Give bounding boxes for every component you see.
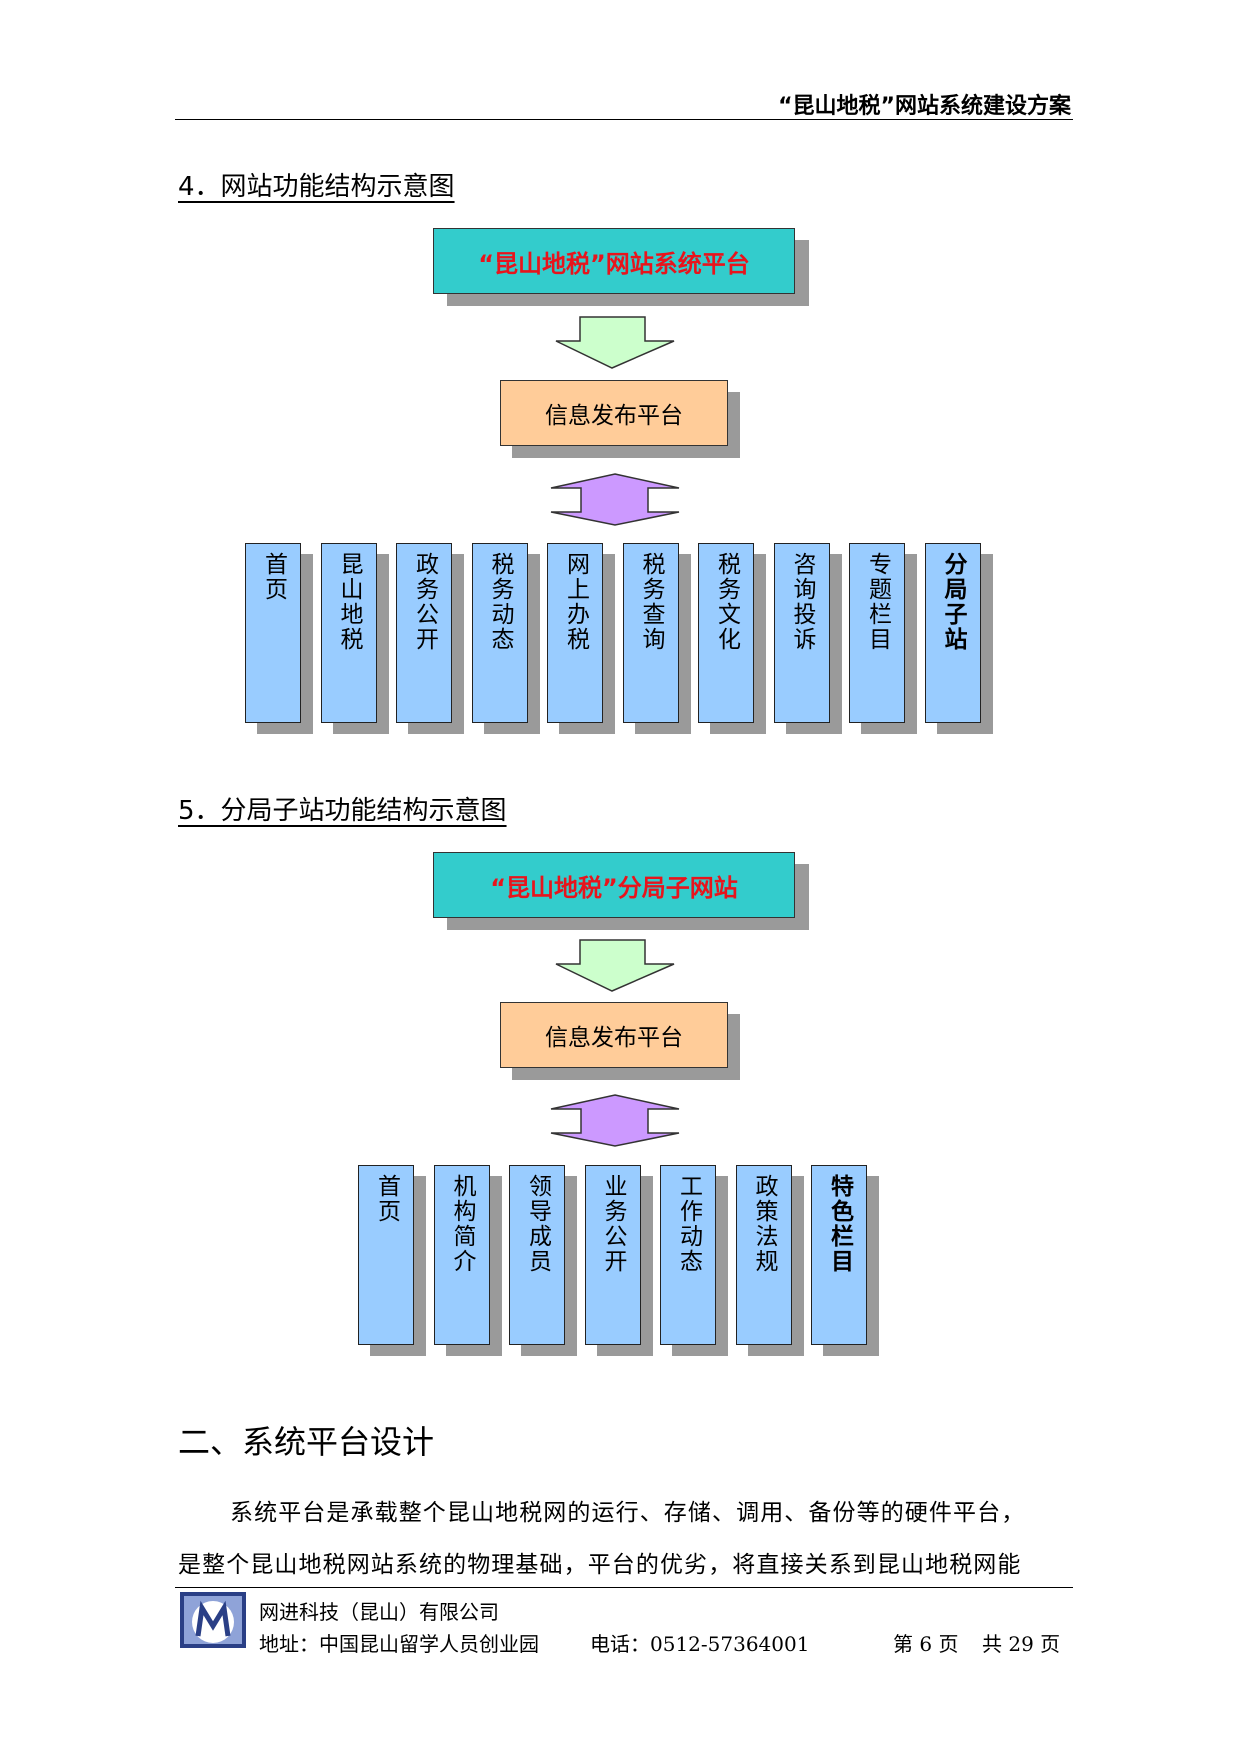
column-label: 专题栏目 [864,552,891,652]
column-label: 机构简介 [449,1174,475,1274]
column-label: 领导成员 [524,1174,551,1274]
column-box: 分局子站 [924,543,981,723]
column-box: 政策法规 [735,1165,792,1345]
column-label: 业务公开 [600,1174,626,1274]
footer-address: 地址：中国昆山留学人员创业园 [259,1632,539,1656]
column-label: 昆山地税 [336,552,362,652]
section5-middle-box: 信息发布平台 [500,1002,728,1068]
header-title: “昆山地税”网站系统建设方案 [778,94,1071,119]
down-arrow-icon [555,939,675,992]
column-box: 咨询投诉 [773,543,830,723]
down-arrow-icon [555,316,675,369]
double-arrow-icon [550,473,680,526]
column-label: 网上办税 [562,552,589,652]
footer-company: 网进科技（昆山）有限公司 [259,1600,499,1624]
column-label: 首页 [373,1174,400,1224]
column-box: 特色栏目 [811,1165,867,1345]
column-label: 工作动态 [675,1174,702,1274]
section4-middle-box: 信息发布平台 [500,380,728,446]
column-box: 专题栏目 [849,543,905,723]
footer-total: 共 29 页 [982,1632,1061,1656]
footer-rule [175,1587,1073,1588]
column-label: 政策法规 [751,1174,777,1274]
double-arrow-icon [550,1094,680,1147]
column-box: 政务公开 [396,543,452,723]
chapter-heading: 二、系统平台设计 [178,1423,435,1461]
column-label: 税务查询 [638,552,664,652]
column-box: 首页 [245,543,301,723]
column-label: 分局子站 [940,552,966,652]
column-label: 税务动态 [487,552,513,652]
header-rule [175,119,1073,120]
column-box: 税务动态 [471,543,528,723]
paragraph-line-2: 是整个昆山地税网站系统的物理基础，平台的优劣，将直接关系到昆山地税网能 [178,1552,1022,1578]
column-label: 税务文化 [713,552,740,652]
section4-heading: 4．网站功能结构示意图 [178,172,455,202]
column-box: 税务文化 [698,543,754,723]
column-box: 机构简介 [433,1165,490,1345]
footer-phone: 电话：0512-57364001 [590,1632,810,1656]
column-label: 特色栏目 [826,1174,853,1274]
column-box: 工作动态 [660,1165,716,1345]
footer-page: 第 6 页 [893,1632,959,1656]
column-box: 网上办税 [547,543,603,723]
column-label: 政务公开 [411,552,438,652]
company-logo-icon [180,1592,246,1648]
section5-heading: 5．分局子站功能结构示意图 [178,796,507,826]
column-box: 首页 [358,1165,414,1345]
section4-top-box: “昆山地税”网站系统平台 [433,228,795,294]
paragraph-line-1: 系统平台是承载整个昆山地税网的运行、存储、调用、备份等的硬件平台， [230,1500,1026,1526]
column-label: 咨询投诉 [789,552,815,652]
column-box: 昆山地税 [320,543,377,723]
column-box: 税务查询 [622,543,679,723]
column-box: 业务公开 [584,1165,641,1345]
column-label: 首页 [260,552,287,602]
column-box: 领导成员 [509,1165,565,1345]
section5-top-box: “昆山地税”分局子网站 [433,852,795,918]
